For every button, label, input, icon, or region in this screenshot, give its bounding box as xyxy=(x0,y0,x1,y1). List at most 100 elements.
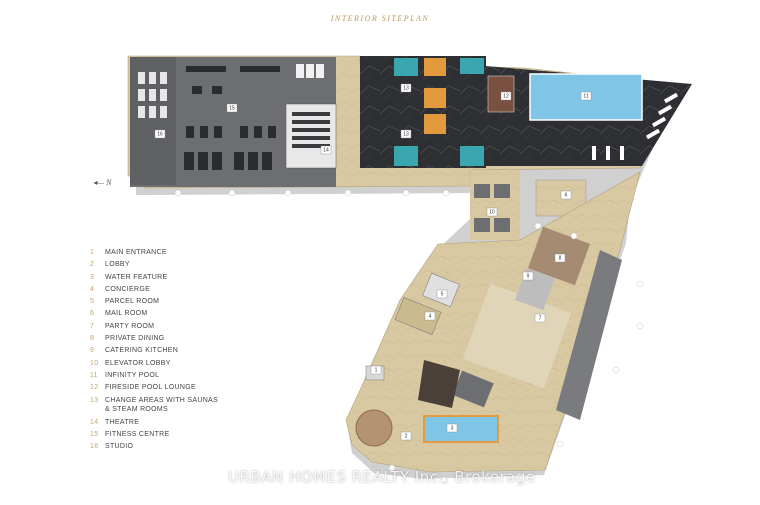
legend-number: 16 xyxy=(90,443,99,451)
legend-number: 3 xyxy=(90,273,95,281)
legend-number: 6 xyxy=(90,310,95,318)
svg-text:12: 12 xyxy=(503,93,509,99)
svg-text:16: 16 xyxy=(157,131,163,137)
legend-number: 15 xyxy=(90,430,99,438)
marker-13b: 13 xyxy=(400,129,412,139)
legend-label: CONCIERGE xyxy=(105,285,151,293)
svg-text:15: 15 xyxy=(229,105,235,111)
legend-number: 14 xyxy=(90,418,99,426)
legend-item: 14 THEATRE xyxy=(90,417,225,429)
marker-9: 9 xyxy=(522,271,534,281)
studio-mats xyxy=(138,72,167,118)
legend-item: 2 LOBBY xyxy=(90,259,225,271)
svg-text:8: 8 xyxy=(559,255,562,261)
legend-label: CHANGE AREAS WITH SAUNAS & STEAM ROOMS xyxy=(105,396,218,413)
svg-text:5: 5 xyxy=(441,291,444,297)
svg-text:13: 13 xyxy=(403,85,409,91)
legend-item: 13 CHANGE AREAS WITH SAUNAS & STEAM ROOMS xyxy=(90,396,225,414)
gym-equipment xyxy=(184,66,280,170)
svg-text:1: 1 xyxy=(375,367,378,373)
marker-7: 7 xyxy=(534,313,546,323)
legend-number: 7 xyxy=(90,322,95,330)
party-room-shadow xyxy=(556,250,622,420)
watermark: URBAN HOMES REALTY Inc., Brokerage xyxy=(228,468,536,486)
svg-text:4: 4 xyxy=(429,313,432,319)
legend-item: 9 CATERING KITCHEN xyxy=(90,345,225,357)
svg-text:14: 14 xyxy=(323,147,329,153)
svg-text:13: 13 xyxy=(403,131,409,137)
legend-label: INFINITY POOL xyxy=(105,371,160,379)
legend-label: FITNESS CENTRE xyxy=(105,430,170,438)
legend-item: 5 PARCEL ROOM xyxy=(90,296,225,308)
legend-number: 2 xyxy=(90,261,95,269)
marker-16: 16 xyxy=(154,129,166,139)
legend-number: 5 xyxy=(90,298,95,306)
legend-label: WATER FEATURE xyxy=(105,273,168,281)
legend-label: STUDIO xyxy=(105,443,134,451)
elevators xyxy=(474,184,510,232)
marker-8: 8 xyxy=(554,253,566,263)
water-feature xyxy=(423,415,499,443)
legend-item: 6 MAIL ROOM xyxy=(90,308,225,320)
legend-item: 16 STUDIO xyxy=(90,441,225,453)
lobby-rotunda xyxy=(355,409,393,447)
legend-item: 4 CONCIERGE xyxy=(90,284,225,296)
legend-number: 1 xyxy=(90,249,95,256)
marker-6: 6 xyxy=(560,190,572,200)
stair-lower xyxy=(452,370,494,408)
room-markers: 1 2 3 4 5 6 7 8 9 10 11 12 13 13 14 15 1… xyxy=(154,83,592,441)
legend-label: MAIL ROOM xyxy=(105,310,148,318)
marker-13a: 13 xyxy=(400,83,412,93)
legend-label: FIRESIDE POOL LOUNGE xyxy=(105,384,196,392)
party-room xyxy=(462,283,572,389)
marker-3: 3 xyxy=(446,423,458,433)
pool-loungers xyxy=(592,92,679,160)
legend-item: 7 PARTY ROOM xyxy=(90,321,225,333)
north-arrow: ◂— N xyxy=(93,178,111,187)
legend-number: 10 xyxy=(90,359,99,367)
marker-11: 11 xyxy=(580,91,592,101)
svg-text:7: 7 xyxy=(539,315,542,321)
legend-number: 12 xyxy=(90,384,99,392)
marker-15: 15 xyxy=(226,103,238,113)
legend-label: THEATRE xyxy=(105,418,140,426)
legend-number: 11 xyxy=(90,371,98,379)
legend-label: MAIN ENTRANCE xyxy=(105,249,167,256)
legend-item: 12 FIRESIDE POOL LOUNGE xyxy=(90,382,225,394)
svg-text:3: 3 xyxy=(451,425,454,431)
legend-number: 9 xyxy=(90,347,95,355)
marker-1: 1 xyxy=(370,365,382,375)
sauna-rooms xyxy=(394,58,484,166)
legend-label: PARTY ROOM xyxy=(105,322,155,330)
svg-text:9: 9 xyxy=(527,273,530,279)
legend-number: 4 xyxy=(90,285,95,293)
legend-item: 15 FITNESS CENTRE xyxy=(90,429,225,441)
lounge-seating xyxy=(418,360,460,408)
legend-label: CATERING KITCHEN xyxy=(105,347,179,355)
marker-4: 4 xyxy=(424,311,436,321)
legend-item: 3 WATER FEATURE xyxy=(90,272,225,284)
legend-label: PARCEL ROOM xyxy=(105,298,160,306)
legend-label: LOBBY xyxy=(105,261,130,269)
marker-2: 2 xyxy=(400,431,412,441)
svg-text:10: 10 xyxy=(489,209,495,215)
legend-label: ELEVATOR LOBBY xyxy=(105,359,171,367)
svg-text:11: 11 xyxy=(583,93,588,99)
marker-5: 5 xyxy=(436,289,448,299)
legend-item: 10 ELEVATOR LOBBY xyxy=(90,358,225,370)
legend-label: PRIVATE DINING xyxy=(105,335,165,343)
north-arrow-icon: ◂— xyxy=(93,178,105,187)
svg-text:2: 2 xyxy=(405,433,408,439)
plan-title: INTERIOR SITEPLAN xyxy=(330,14,430,23)
parcel-room xyxy=(394,297,442,335)
marker-14: 14 xyxy=(320,145,332,155)
north-label: N xyxy=(106,178,112,187)
legend-number: 13 xyxy=(90,396,99,404)
theatre-seats xyxy=(292,112,330,148)
marker-10: 10 xyxy=(486,207,498,217)
svg-text:6: 6 xyxy=(565,192,568,198)
legend-item: 1 MAIN ENTRANCE xyxy=(90,247,225,259)
gym-lockers xyxy=(296,64,324,78)
